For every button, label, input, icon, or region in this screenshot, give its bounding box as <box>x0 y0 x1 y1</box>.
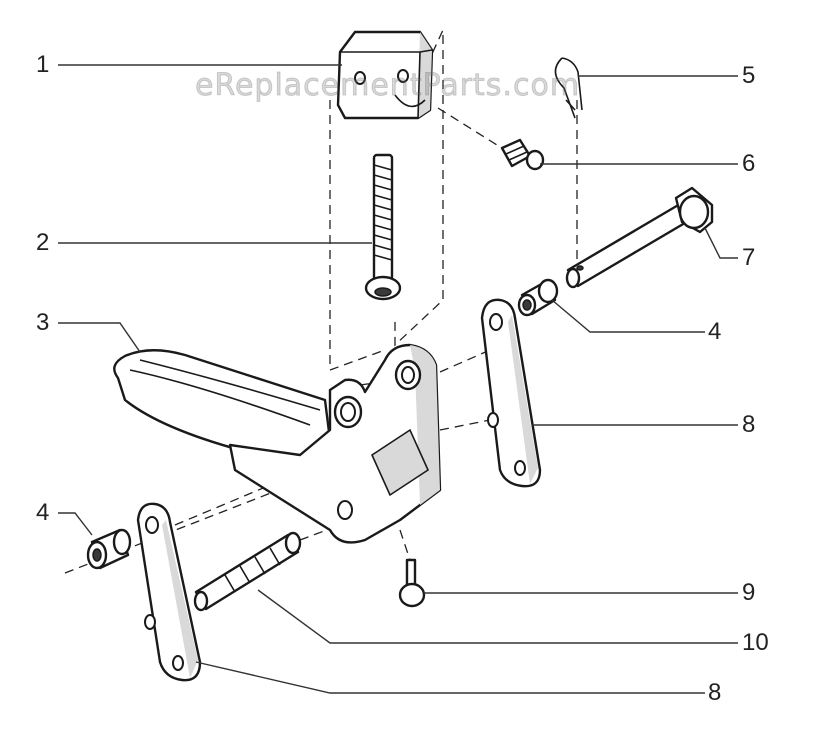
callout-3: 3 <box>36 309 50 336</box>
part-pedal-bracket <box>113 343 442 544</box>
part-cotter-pin <box>554 57 583 119</box>
part-shaft <box>193 531 302 612</box>
callout-8-left: 8 <box>708 679 722 706</box>
callout-4-upper: 4 <box>708 318 722 345</box>
part-pivot-pin <box>565 186 714 289</box>
callout-2: 2 <box>36 229 50 256</box>
callout-10: 10 <box>742 629 769 656</box>
callout-1: 1 <box>36 51 50 78</box>
part-block <box>336 30 434 120</box>
callout-6: 6 <box>742 150 756 177</box>
callout-9: 9 <box>742 579 756 606</box>
callout-7: 7 <box>742 244 756 271</box>
part-bushing-upper <box>517 278 559 317</box>
part-link-plate-left <box>136 502 202 682</box>
part-grease-fitting <box>500 138 545 171</box>
callout-8-right: 8 <box>742 411 756 438</box>
part-long-screw <box>364 153 402 301</box>
callout-5: 5 <box>742 62 756 89</box>
part-link-plate-right <box>480 298 542 488</box>
callout-4-lower: 4 <box>36 499 50 526</box>
watermark-text: eReplacementParts.com <box>194 68 581 104</box>
leader-lines <box>58 64 738 694</box>
part-bushing-lower <box>86 528 132 570</box>
part-small-bolt <box>398 558 426 608</box>
